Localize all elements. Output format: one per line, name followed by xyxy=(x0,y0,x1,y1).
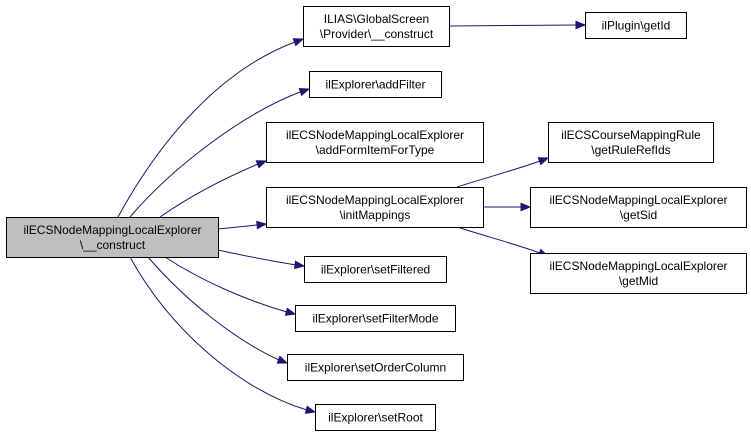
arrowhead-icon xyxy=(292,38,305,47)
edge-root-to-gs xyxy=(117,38,305,218)
node-box[interactable] xyxy=(315,404,436,431)
function-nodes: ilECSNodeMappingLocalExplorer\__construc… xyxy=(6,6,747,431)
node-box[interactable] xyxy=(530,187,747,228)
edge-root-to-addForm xyxy=(159,160,268,218)
node-label: \getRuleRefIds xyxy=(591,143,670,157)
node-box[interactable] xyxy=(304,256,447,283)
node-addForm[interactable]: ilECSNodeMappingLocalExplorer\addFormIte… xyxy=(266,122,484,163)
node-label: ilECSNodeMappingLocalExplorer xyxy=(286,128,464,142)
node-label: ilExplorer\setFiltered xyxy=(321,263,430,277)
edge-line xyxy=(448,24,577,27)
arrowhead-icon xyxy=(276,355,289,364)
node-gs[interactable]: ILIAS\GlobalScreen\Provider\__construct xyxy=(303,6,450,47)
node-label: \getMid xyxy=(619,274,658,288)
arrowhead-icon xyxy=(298,87,311,97)
edge-line xyxy=(456,160,541,188)
node-box[interactable] xyxy=(530,253,747,294)
edge-root-to-setFilterMode xyxy=(164,256,297,316)
node-label: ilECSNodeMappingLocalExplorer xyxy=(286,193,464,207)
arrowhead-icon xyxy=(520,202,532,212)
edge-initMap-to-sid xyxy=(483,202,532,212)
node-label: \getSid xyxy=(620,208,657,222)
arrowhead-icon xyxy=(537,157,550,166)
edge-root-to-initMap xyxy=(217,220,268,230)
edge-root-to-addFilter xyxy=(129,87,311,218)
arrowhead-icon xyxy=(255,160,268,169)
node-box[interactable] xyxy=(309,71,442,98)
edge-line xyxy=(117,41,296,218)
node-label: ilExplorer\setRoot xyxy=(328,411,423,425)
edge-line xyxy=(164,256,288,313)
node-label: ilExplorer\addFilter xyxy=(325,78,425,92)
node-label: \initMappings xyxy=(340,208,411,222)
node-label: ilPlugin\getId xyxy=(602,19,671,33)
edge-root-to-setRoot xyxy=(129,256,317,414)
node-rule[interactable]: ilECSCourseMappingRule\getRuleRefIds xyxy=(548,122,714,163)
arrowhead-icon xyxy=(304,405,317,414)
arrowhead-icon xyxy=(256,220,268,230)
node-initMap[interactable]: ilECSNodeMappingLocalExplorer\initMappin… xyxy=(266,187,484,228)
node-setFilterMode[interactable]: ilExplorer\setFilterMode xyxy=(295,305,456,332)
edge-line xyxy=(456,226,541,254)
node-label: ilECSNodeMappingLocalExplorer xyxy=(23,223,201,237)
edge-line xyxy=(129,91,301,218)
edge-line xyxy=(159,163,259,218)
arrowhead-icon xyxy=(294,260,306,270)
node-box[interactable] xyxy=(266,187,484,228)
node-addFilter[interactable]: ilExplorer\addFilter xyxy=(309,71,442,98)
edge-initMap-to-mid xyxy=(456,226,550,257)
node-setRoot[interactable]: ilExplorer\setRoot xyxy=(315,404,436,431)
node-setOrder[interactable]: ilExplorer\setOrderColumn xyxy=(287,354,464,381)
edge-root-to-setOrder xyxy=(147,256,289,364)
node-label: \__construct xyxy=(80,238,146,252)
node-label: ilExplorer\setFilterMode xyxy=(312,312,438,326)
node-label: ilECSNodeMappingLocalExplorer xyxy=(549,259,727,273)
arrowhead-icon xyxy=(575,20,587,30)
node-box[interactable] xyxy=(548,122,714,163)
node-box[interactable] xyxy=(266,122,484,163)
node-label: ilECSCourseMappingRule xyxy=(561,128,701,142)
node-label: \addFormItemForType xyxy=(316,143,435,157)
node-sid[interactable]: ilECSNodeMappingLocalExplorer\getSid xyxy=(530,187,747,228)
node-root[interactable]: ilECSNodeMappingLocalExplorer\__construc… xyxy=(6,217,219,258)
node-box[interactable] xyxy=(303,6,450,47)
node-box[interactable] xyxy=(295,305,456,332)
node-box[interactable] xyxy=(6,217,219,258)
edge-line xyxy=(147,256,280,361)
edge-line xyxy=(217,249,297,266)
edge-line xyxy=(217,224,258,230)
node-label: ILIAS\GlobalScreen xyxy=(324,12,429,26)
node-label: \Provider\__construct xyxy=(320,27,434,41)
edge-gs-to-plugin xyxy=(448,20,587,30)
node-label: ilECSNodeMappingLocalExplorer xyxy=(549,193,727,207)
node-plugin[interactable]: ilPlugin\getId xyxy=(585,12,687,39)
edge-initMap-to-rule xyxy=(456,157,550,188)
edge-line xyxy=(129,256,308,411)
node-box[interactable] xyxy=(585,12,687,39)
edge-root-to-setFiltered xyxy=(217,249,306,270)
node-setFiltered[interactable]: ilExplorer\setFiltered xyxy=(304,256,447,283)
arrowhead-icon xyxy=(284,307,297,316)
node-label: ilExplorer\setOrderColumn xyxy=(305,361,446,375)
node-mid[interactable]: ilECSNodeMappingLocalExplorer\getMid xyxy=(530,253,747,294)
node-box[interactable] xyxy=(287,354,464,381)
